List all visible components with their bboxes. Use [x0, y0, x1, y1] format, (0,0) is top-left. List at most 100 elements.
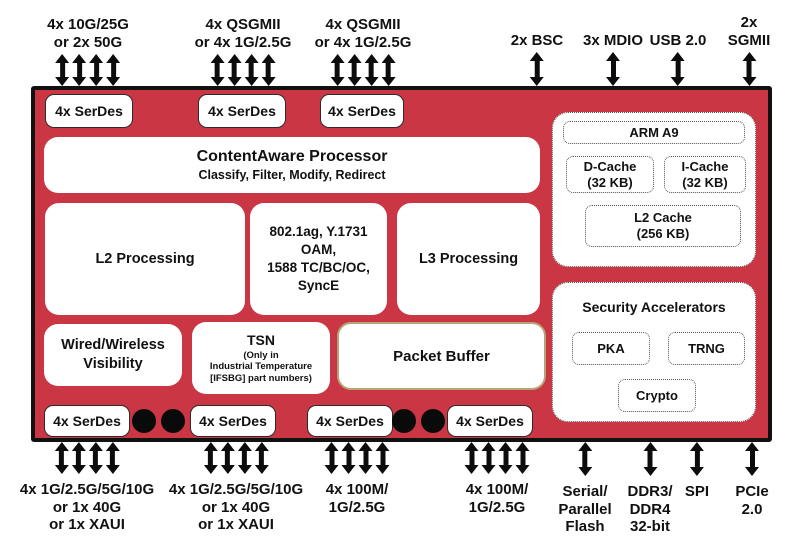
port-label-pcie: PCIe 2.0: [735, 483, 769, 518]
updown-arrow-icon: [261, 54, 276, 86]
arrow-row-flash: [578, 442, 592, 476]
arrow-row-100m-1: [324, 442, 390, 474]
updown-arrow-icon: [88, 442, 103, 474]
port-bottom-ddr: DDR3/ DDR4 32-bit: [627, 442, 673, 536]
updown-arrow-icon: [72, 54, 87, 86]
port-bottom-pcie: PCIe 2.0: [728, 442, 776, 518]
updown-arrow-icon: [330, 54, 345, 86]
arrow-row-ddr: [642, 442, 657, 476]
separator-dot: [161, 409, 185, 433]
serdes-bottom-4-label: 4x SerDes: [456, 413, 524, 429]
updown-arrow-icon: [244, 54, 259, 86]
serdes-top-2: 4x SerDes: [198, 94, 286, 128]
updown-arrow-icon: [464, 442, 479, 474]
updown-arrow-icon: [324, 442, 339, 474]
updown-arrow-icon: [106, 54, 121, 86]
port-label-100m-1: 4x 100M/ 1G/2.5G: [325, 481, 389, 516]
port-label-usb: USB 2.0: [649, 31, 707, 49]
updown-arrow-icon: [742, 52, 756, 86]
serdes-top-1-label: 4x SerDes: [55, 103, 123, 119]
trng-label: TRNG: [688, 340, 725, 356]
updown-arrow-icon: [381, 54, 396, 86]
arrow-row-100m-2: [464, 442, 530, 474]
serdes-top-3-label: 4x SerDes: [328, 103, 396, 119]
updown-arrow-icon: [498, 442, 513, 474]
pka-box: PKA: [572, 332, 650, 365]
arm-a9-label: ARM A9: [629, 124, 679, 140]
tsn-box: TSN (Only in Industrial Temperature [IFS…: [192, 322, 330, 394]
updown-arrow-icon: [203, 442, 218, 474]
updown-arrow-icon: [605, 52, 620, 86]
updown-arrow-icon: [375, 442, 390, 474]
port-top-10g-25g: 4x 10G/25G or 2x 50G: [47, 16, 129, 86]
arrow-row-bsc: [530, 52, 544, 86]
chip-block: 4x SerDes 4x SerDes 4x SerDes ContentAwa…: [31, 86, 772, 442]
port-top-qsgmii-1: 4x QSGMII or 4x 1G/2.5G: [195, 16, 291, 86]
updown-arrow-icon: [481, 442, 496, 474]
serdes-bottom-1-label: 4x SerDes: [53, 413, 121, 429]
serdes-top-1: 4x SerDes: [45, 94, 133, 128]
port-label-bsc: 2x BSC: [510, 31, 564, 49]
serdes-bottom-1: 4x SerDes: [44, 405, 130, 437]
l3-processing-label: L3 Processing: [418, 250, 519, 267]
updown-arrow-icon: [220, 442, 235, 474]
updown-arrow-icon: [254, 442, 269, 474]
d-cache-label: D-Cache (32 KB): [583, 158, 637, 190]
separator-dot: [392, 409, 416, 433]
updown-arrow-icon: [227, 54, 242, 86]
contentaware-title: ContentAware Processor: [196, 148, 388, 165]
port-bottom-multigig-1: 4x 1G/2.5G/5G/10G or 1x 40G or 1x XAUI: [20, 442, 154, 534]
port-bottom-100m-1: 4x 100M/ 1G/2.5G: [324, 442, 390, 516]
visibility-box: Wired/Wireless Visibility: [44, 324, 182, 386]
port-label-mdio: 3x MDIO: [582, 31, 644, 49]
updown-arrow-icon: [89, 54, 104, 86]
updown-arrow-icon: [515, 442, 530, 474]
pka-label: PKA: [597, 340, 625, 356]
updown-arrow-icon: [578, 442, 592, 476]
updown-arrow-icon: [54, 442, 69, 474]
l2-processing-box: L2 Processing: [45, 203, 245, 315]
port-top-usb: USB 2.0: [649, 31, 707, 86]
arrow-row-sgmii: [742, 52, 756, 86]
security-title: Security Accelerators: [582, 299, 726, 315]
i-cache-box: I-Cache (32 KB): [664, 156, 746, 193]
port-top-mdio: 3x MDIO: [582, 31, 644, 86]
updown-arrow-icon: [745, 442, 759, 476]
updown-arrow-icon: [364, 54, 379, 86]
contentaware-processor-box: ContentAware Processor Classify, Filter,…: [44, 137, 540, 193]
updown-arrow-icon: [341, 442, 356, 474]
trng-box: TRNG: [668, 332, 745, 365]
port-label-sgmii: 2x SGMII: [727, 14, 771, 49]
port-label-10g-25g: 4x 10G/25G or 2x 50G: [47, 16, 129, 51]
port-label-multigig-2: 4x 1G/2.5G/5G/10G or 1x 40G or 1x XAUI: [168, 481, 304, 533]
contentaware-subtitle: Classify, Filter, Modify, Redirect: [198, 168, 386, 182]
separator-dot: [421, 409, 445, 433]
crypto-label: Crypto: [636, 387, 678, 403]
cpu-subsystem-box: ARM A9 D-Cache (32 KB) I-Cache (32 KB) L…: [552, 112, 756, 267]
arrow-row-pcie: [745, 442, 759, 476]
l2-processing-label: L2 Processing: [95, 250, 195, 267]
oam-timing-box: 802.1ag, Y.1731 OAM, 1588 TC/BC/OC, Sync…: [250, 203, 387, 315]
visibility-label: Wired/Wireless Visibility: [61, 337, 165, 372]
updown-arrow-icon: [55, 54, 70, 86]
port-top-bsc: 2x BSC: [510, 31, 564, 86]
arrow-row-10g-25g: [55, 54, 121, 86]
port-bottom-multigig-2: 4x 1G/2.5G/5G/10G or 1x 40G or 1x XAUI: [169, 442, 303, 534]
serdes-bottom-3-label: 4x SerDes: [316, 413, 384, 429]
port-label-spi: SPI: [684, 483, 710, 500]
port-top-sgmii: 2x SGMII: [724, 14, 775, 86]
arrow-row-multigig-1: [54, 442, 120, 474]
oam-timing-label: 802.1ag, Y.1731 OAM, 1588 TC/BC/OC, Sync…: [267, 224, 370, 293]
arrow-row-mdio: [605, 52, 620, 86]
updown-arrow-icon: [210, 54, 225, 86]
l3-processing-box: L3 Processing: [397, 203, 540, 315]
l2-cache-label: L2 Cache (256 KB): [634, 210, 692, 241]
arrow-row-qsgmii-1: [210, 54, 276, 86]
serdes-top-2-label: 4x SerDes: [208, 103, 276, 119]
crypto-box: Crypto: [618, 379, 696, 412]
arrow-row-qsgmii-2: [330, 54, 396, 86]
packet-buffer-label: Packet Buffer: [393, 347, 490, 365]
security-subsystem-box: Security Accelerators PKA TRNG Crypto: [552, 282, 756, 422]
tsn-title: TSN: [247, 331, 275, 348]
